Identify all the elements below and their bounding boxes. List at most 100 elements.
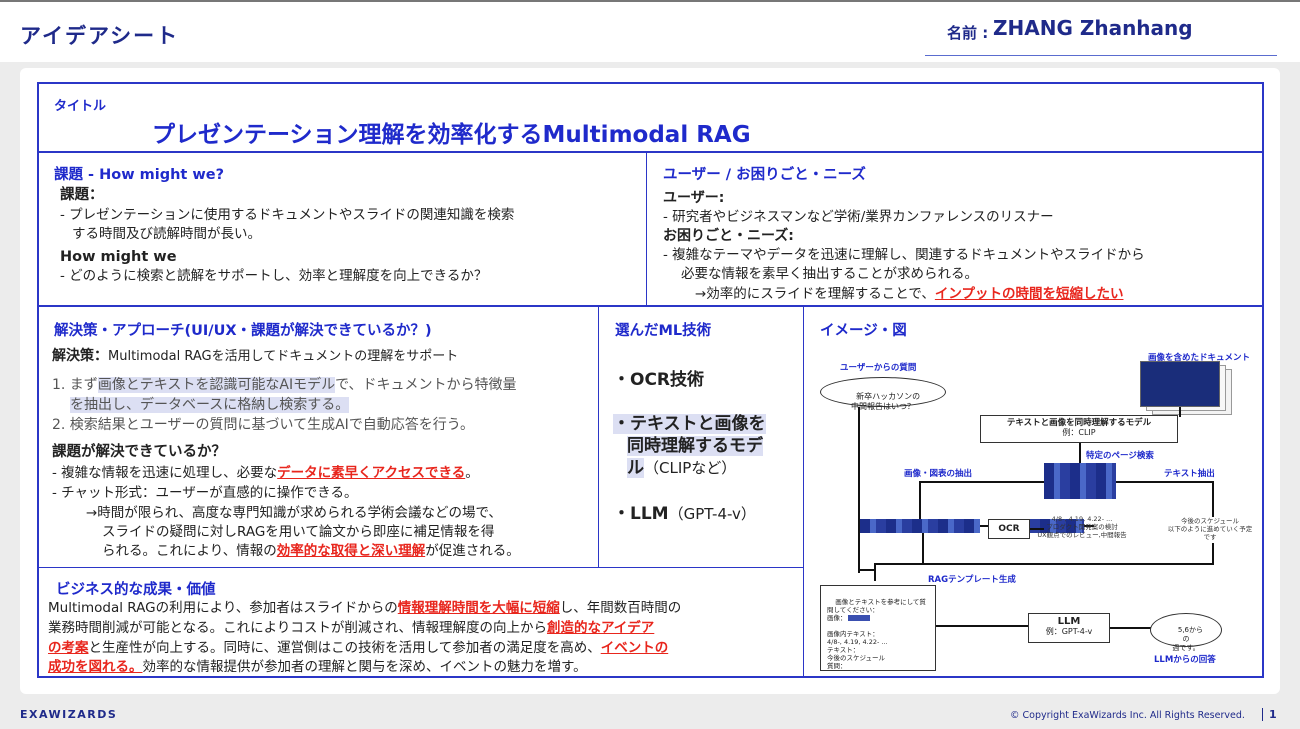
business-line4: 成功を図れる。効率的な情報提供が参加者の理解と関与を深め、イベントの魅力を増す。 (48, 658, 587, 677)
solution-bullet2: - チャット形式：ユーザーが直感的に操作できる。 (52, 485, 358, 501)
ocr-result-text: 4/8-, 4.19, 4.22- ... プロダクト開発案の検討 UX観点での… (1037, 515, 1127, 539)
flow-line (922, 533, 924, 565)
solution-bullet1-pre: - 複雑な情報を迅速に処理し、必要な (52, 465, 278, 481)
page-search-label: 特定のページ検索 (1086, 451, 1154, 461)
llm-box: LLM 例：GPT-4-v (1028, 613, 1110, 643)
users-line2: - 複雑なテーマやデータを迅速に理解し、関連するドキュメントやスライドから (663, 247, 1145, 263)
top-bar (0, 0, 1300, 62)
ml-item-ocr: ・OCR技術 (613, 370, 705, 390)
ocr-label: OCR (998, 524, 1020, 534)
solution-step1-pre: 1. まず (52, 377, 98, 393)
template-image-thumb (848, 615, 870, 621)
business-line3: の考案と生産性が向上する。同時に、運営側はこの技術を活用して参加者の満足度を高め… (48, 639, 668, 658)
business-line1-emphasis: 情報理解時間を大幅に短縮 (397, 600, 560, 616)
ml-item-llm-example: （GPT-4-v） (668, 505, 756, 523)
solution-bullet4: スライドの疑問に対しRAGを用いて論文から即座に補足情報を得 (102, 524, 495, 540)
name-area: 名前 : ZHANG Zhanhang (925, 14, 1277, 56)
rag-template-text: 画像とテキストを参考にして質 問してください： 画像： 画像内テキスト： 4/8… (827, 598, 926, 670)
text-extract-result: 今後のスケジュール 以下のように進めていく予定 です (1167, 517, 1253, 541)
clip-model-example: 例：CLIP (1062, 428, 1096, 437)
business-heading: ビジネス的な成果・価値 (56, 582, 216, 598)
business-line1: Multimodal RAGの利用により、参加者はスライドからの情報理解時間を大… (48, 599, 681, 618)
question-bubble-text: 新卒ハッカソンの 中間報告はいつ？ (851, 392, 921, 411)
ml-item-clip-line3: ル (627, 458, 644, 478)
flow-line (936, 625, 1028, 627)
problem-sub1: 課題： (60, 187, 104, 203)
solution-section: 解決策・アプローチ(UI/UX・課題が解決できているか？) 解決策：Multim… (37, 306, 599, 568)
problem-heading: 課題 - How might we? (54, 167, 225, 183)
ml-heading: 選んだML技術 (615, 323, 712, 339)
solution-sub2: 課題が解決できているか？ (52, 444, 226, 460)
document-label: 画像を含めたドキュメント (1148, 353, 1251, 363)
rag-template-label: RAGテンプレート生成 (928, 575, 1016, 585)
image-section: イメージ・図 ユーザーからの質問 画像を含めたドキュメント 新卒ハッカソンの 中… (803, 306, 1264, 678)
name-value: ZHANG Zhanhang (993, 16, 1193, 40)
ml-item-llm: ・LLM（GPT-4-v） (613, 499, 756, 524)
problem-sub2: How might we (60, 249, 177, 265)
flow-line (980, 525, 990, 527)
flow-line (1212, 543, 1214, 565)
llm-example: 例：GPT-4-v (1045, 627, 1093, 636)
name-label: 名前 : (947, 24, 989, 42)
problem-line2: する時間及び読解時間が長い。 (72, 226, 261, 242)
flow-line (858, 407, 860, 573)
flow-line (1030, 528, 1044, 530)
ml-item-clip-line1: ・テキストと画像を (613, 414, 766, 434)
clip-model-box: テキストと画像を同時理解するモデル 例：CLIP (980, 415, 1178, 443)
solution-bullet5-emphasis: 効率的な取得と深い理解 (276, 543, 426, 559)
flow-line (1212, 481, 1214, 517)
solution-bullet1: - 複雑な情報を迅速に処理し、必要なデータに素早くアクセスできる。 (52, 464, 479, 483)
copyright: © Copyright ExaWizards Inc. All Rights R… (1010, 710, 1245, 721)
clip-model-title: テキストと画像を同時理解するモデル (1006, 418, 1152, 428)
solution-step1: 1. まず画像とテキストを認識可能なAIモデルで、ドキュメントから特徴量 (52, 376, 517, 395)
solution-bullet3: →時間が限られ、高度な専門知識が求められる学術会議などの場で、 (86, 505, 502, 521)
solution-bullet5-pre: られる。これにより、情報の (102, 543, 277, 559)
ml-item-clip-line2: 同時理解するモデ (627, 436, 763, 456)
question-bubble: 新卒ハッカソンの 中間報告はいつ？ (820, 377, 946, 411)
flow-line (919, 481, 1044, 483)
title-label: タイトル (54, 99, 107, 114)
users-heading: ユーザー / お困りごと・ニーズ (663, 167, 866, 183)
solution-lead-text: Multimodal RAGを活用してドキュメントの理解をサポート (108, 349, 459, 364)
flow-line (1084, 525, 1094, 527)
solution-step1-highlight: 画像とテキストを認識可能なAIモデル (97, 377, 336, 393)
business-line2-pre: 業務時間削減が可能となる。これによりコストが削減され、情報理解度の向上から (48, 620, 547, 636)
flow-line (858, 569, 875, 571)
business-line3-emphasis2: イベントの (600, 640, 669, 656)
users-sub2: お困りごと・ニーズ: (663, 228, 794, 244)
users-sub1: ユーザー: (663, 190, 725, 206)
flow-line (1116, 481, 1214, 483)
solution-bullet5-post: が促進される。 (425, 543, 520, 559)
image-heading: イメージ・図 (820, 323, 907, 339)
solution-step1-post: で、ドキュメントから特徴量 (335, 377, 517, 393)
llm-answer-label: LLMからの回答 (1154, 655, 1216, 665)
users-line4: →効率的にスライドを理解することで、インプットの時間を短縮したい (695, 285, 1123, 304)
users-section: ユーザー / お困りごと・ニーズ ユーザー: - 研究者やビジネスマンなど学術/… (646, 152, 1264, 306)
page-number: 1 (1262, 708, 1277, 721)
ml-section: 選んだML技術 ・OCR技術 ・テキストと画像を 同時理解するモデ ル（CLIP… (598, 306, 804, 568)
user-question-label: ユーザーからの質問 (840, 363, 917, 373)
text-extract-label: テキスト抽出 (1164, 469, 1215, 479)
flow-line (1110, 627, 1152, 629)
business-line4-text: 効率的な情報提供が参加者の理解と関与を深め、イベントの魅力を増す。 (142, 659, 587, 675)
business-line3-text: と生産性が向上する。同時に、運営側はこの技術を活用して参加者の満足度を高め、 (88, 640, 601, 656)
users-line3: 必要な情報を素早く抽出することが求められる。 (681, 266, 978, 282)
extracted-figure-image (860, 519, 980, 533)
retrieved-page-image (1044, 463, 1116, 499)
flow-line (1179, 407, 1181, 417)
business-line2-emphasis: 創造的なアイデア (546, 620, 655, 636)
problem-line3: - どのように検索と読解をサポートし、効率と理解度を向上できるか？ (60, 268, 488, 284)
users-line4-emphasis: インプットの時間を短縮したい (934, 286, 1124, 302)
users-line1: - 研究者やビジネスマンなど学術/業界カンファレンスのリスナー (663, 209, 1054, 225)
solution-heading: 解決策・アプローチ(UI/UX・課題が解決できているか？) (54, 323, 432, 339)
business-section: ビジネス的な成果・価値 Multimodal RAGの利用により、参加者はスライ… (37, 567, 804, 678)
flow-line (874, 563, 876, 581)
business-line3-emphasis1: の考案 (48, 640, 89, 656)
figure-extract-label: 画像・図表の抽出 (904, 469, 973, 479)
ml-item-clip-c: ル（CLIPなど） (627, 453, 736, 478)
ml-item-clip-a: ・テキストと画像を (613, 409, 766, 434)
solution-lead-label: 解決策： (52, 348, 108, 364)
llm-title: LLM (1057, 616, 1081, 627)
ml-item-llm-label: ・LLM (613, 504, 669, 524)
page-title: アイデアシート (20, 24, 180, 48)
